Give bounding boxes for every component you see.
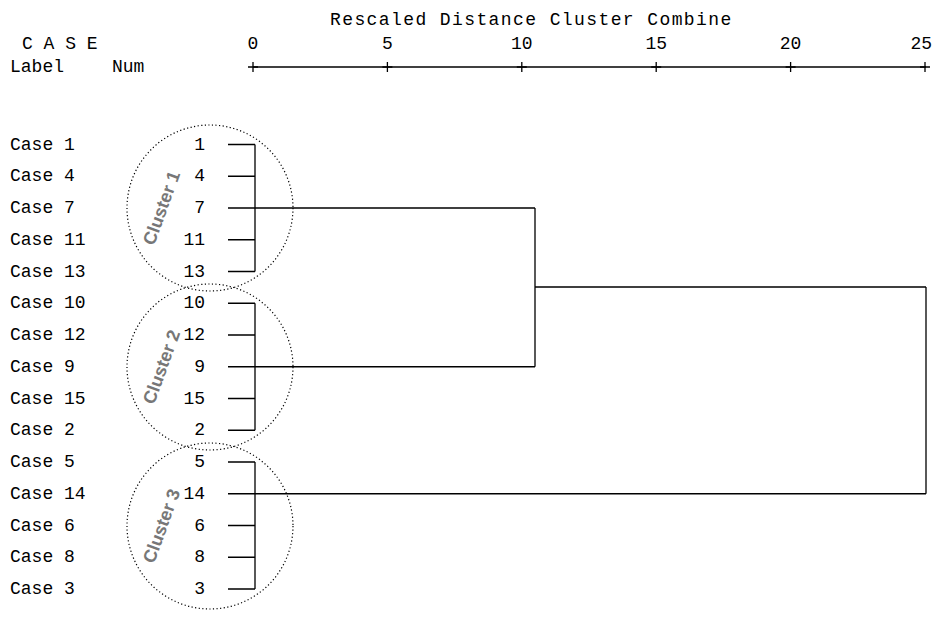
case-number: 5: [194, 452, 205, 472]
case-number: 8: [194, 547, 205, 567]
case-label: Case 5: [10, 452, 75, 472]
cluster-watermark: Cluster 1: [139, 168, 184, 247]
axis-tick-label: 20: [780, 34, 802, 54]
cluster-watermark: Cluster 2: [139, 327, 184, 406]
case-number: 11: [183, 230, 205, 250]
axis-tick-label: 0: [248, 34, 259, 54]
case-number: 3: [194, 579, 205, 599]
cluster-circle: 5 14 6 8 3 Cluster 3: [126, 442, 294, 610]
column-header: C A S E: [22, 34, 98, 54]
case-label: Case 13: [10, 262, 86, 282]
case-label: Case 8: [10, 547, 75, 567]
column-header: Label: [10, 57, 64, 77]
case-number: 9: [194, 357, 205, 377]
case-number: 7: [194, 198, 205, 218]
case-label: Case 2: [10, 420, 75, 440]
axis-tick-label: 15: [645, 34, 667, 54]
case-label: Case 15: [10, 389, 86, 409]
case-number: 6: [194, 516, 205, 536]
axis-tick-label: 5: [382, 34, 393, 54]
axis-tick-label: 10: [511, 34, 533, 54]
case-label: Case 4: [10, 166, 75, 186]
case-number: 13: [183, 262, 205, 282]
case-number: 4: [194, 166, 205, 186]
case-label: Case 3: [10, 579, 75, 599]
case-number: 1: [194, 135, 205, 155]
case-label: Case 6: [10, 516, 75, 536]
cluster-circle: 1 4 7 11 13 Cluster 1: [126, 124, 294, 292]
case-label: Case 14: [10, 484, 86, 504]
case-label: Case 12: [10, 325, 86, 345]
column-header: Num: [112, 57, 144, 77]
case-label: Case 11: [10, 230, 86, 250]
axis-tick-label: 25: [910, 34, 932, 54]
case-number: 12: [183, 325, 205, 345]
case-label: Case 9: [10, 357, 75, 377]
case-label: Case 7: [10, 198, 75, 218]
case-number: 15: [183, 389, 205, 409]
cluster-watermark: Cluster 3: [139, 486, 184, 565]
chart-title: Rescaled Distance Cluster Combine: [330, 10, 733, 30]
case-number: 2: [194, 420, 205, 440]
case-label: Case 10: [10, 293, 86, 313]
case-number: 10: [183, 293, 205, 313]
case-label: Case 1: [10, 135, 75, 155]
cluster-circle: 10 12 9 15 2 Cluster 2: [126, 283, 294, 451]
case-number: 14: [183, 484, 205, 504]
